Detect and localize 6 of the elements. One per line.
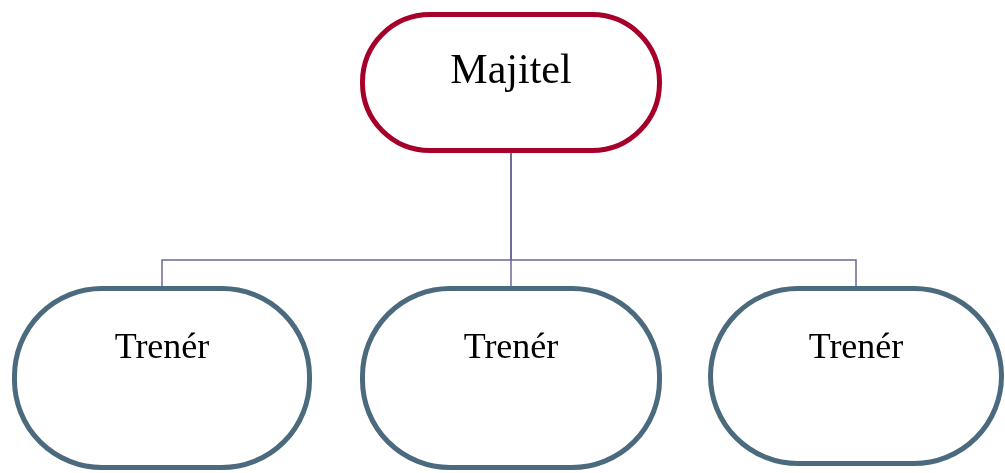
connector-line xyxy=(510,152,857,287)
node-label: Trenér xyxy=(114,325,210,367)
rounded-box xyxy=(708,286,1004,466)
node-label: Trenér xyxy=(463,325,559,367)
node-label: Majitel xyxy=(450,45,572,93)
node-label: Trenér xyxy=(808,325,904,367)
